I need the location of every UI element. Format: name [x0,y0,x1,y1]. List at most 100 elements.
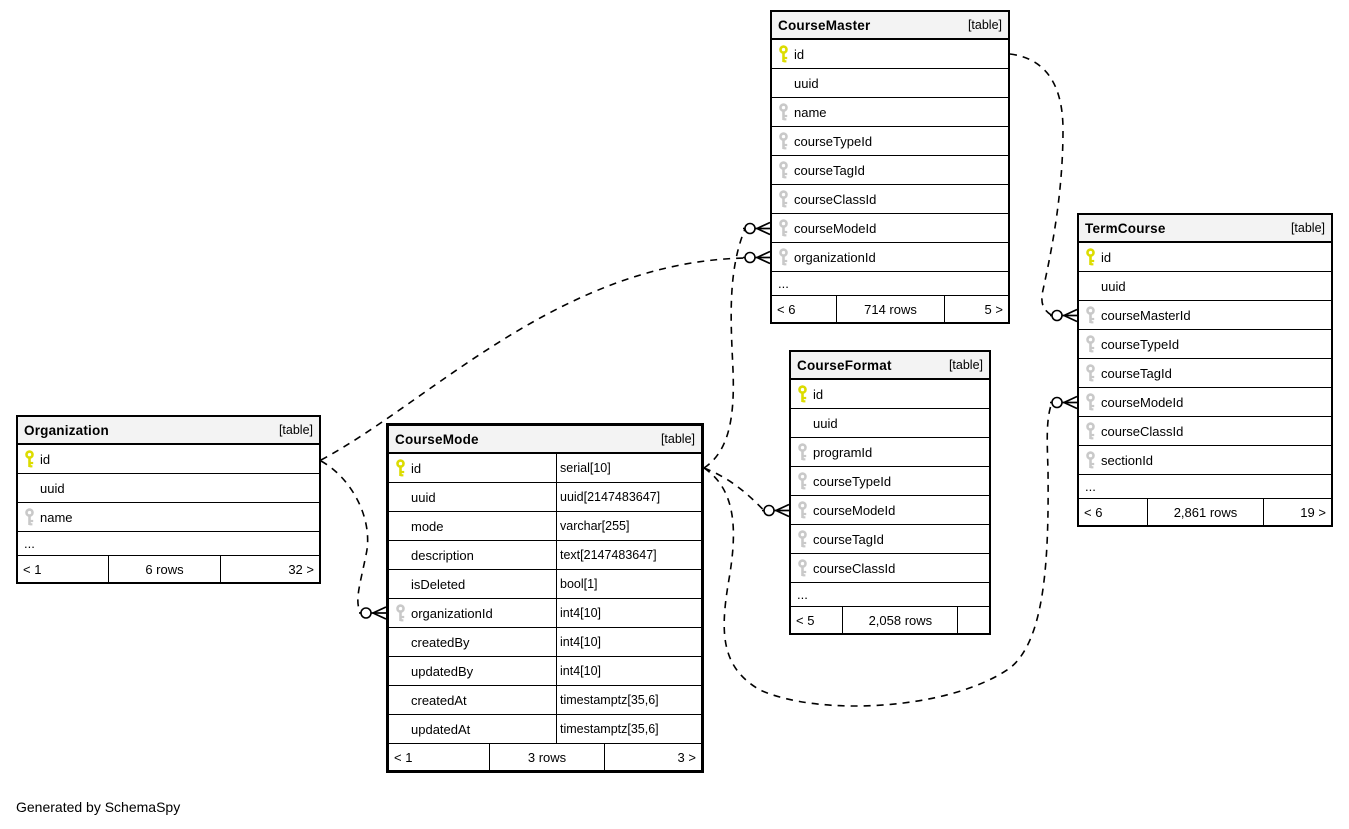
relationship-CourseMode.id-to-TermCourse.courseModeId [703,395,1078,707]
column-name: id [1101,249,1112,265]
row-count: 6 rows [108,556,219,582]
column-row-courseTypeId: courseTypeId [791,467,989,496]
table-header[interactable]: CourseMode[table] [389,426,701,454]
column-name-cell: name [772,98,1008,126]
crows-foot-prong [1063,308,1078,317]
foreign-key-icon [1079,306,1101,324]
foreign-key-icon [18,508,40,526]
column-name: id [40,451,51,467]
column-name: courseTypeId [794,133,873,149]
table-node-CourseMaster[interactable]: CourseMaster[table] id uuid name courseTypeI… [770,10,1010,324]
foreign-key-icon [772,132,794,150]
row-count: 3 rows [488,744,604,770]
column-row-id: id [1079,243,1331,272]
column-name: id [794,46,805,62]
column-row-programId: programId [791,438,989,467]
column-name-cell: courseModeId [791,496,989,524]
crows-foot-prong [756,221,771,230]
column-name-cell: uuid [772,69,1008,97]
column-name-cell: courseClassId [791,554,989,582]
table-header[interactable]: CourseMaster[table] [772,12,1008,40]
column-name-cell: courseMasterId [1079,301,1331,329]
column-name: courseClassId [1101,423,1184,439]
crows-foot-prong [1063,314,1078,323]
column-name-cell: courseTagId [772,156,1008,184]
column-name: id [813,386,824,402]
column-name-cell: courseModeId [772,214,1008,242]
relationship-CourseMode.id-to-CourseFormat.courseModeId [703,467,790,518]
column-name-cell: createdBy [389,628,556,656]
cardinality-circle [744,251,756,264]
primary-key-icon [791,385,813,403]
column-name: createdAt [411,692,467,708]
column-name: createdBy [411,634,470,650]
table-header[interactable]: TermCourse[table] [1079,215,1331,243]
column-row-courseTagId: courseTagId [1079,359,1331,388]
foreign-key-icon [772,103,794,121]
column-name: name [794,104,827,120]
column-row-name: name [18,503,319,532]
foreign-key-icon [772,248,794,266]
column-row-courseMasterId: courseMasterId [1079,301,1331,330]
foreign-key-icon [772,190,794,208]
table-node-CourseFormat[interactable]: CourseFormat[table] id uuid programId course… [789,350,991,635]
column-name-cell: id [791,380,989,408]
relationship-CourseMaster.id-to-TermCourse.courseMasterId [1009,53,1078,323]
hidden-columns-ellipsis: ... [772,272,1008,296]
primary-key-icon [18,450,40,468]
column-name-cell: courseTypeId [791,467,989,495]
hidden-columns-ellipsis: ... [18,532,319,556]
column-name-cell: id [389,454,556,482]
foreign-key-icon [1079,335,1101,353]
column-name: uuid [40,480,65,496]
column-row-courseTagId: courseTagId [772,156,1008,185]
column-row-name: name [772,98,1008,127]
cardinality-circle [763,504,775,517]
cardinality-circle [1051,396,1063,409]
column-row-courseModeId: courseModeId [772,214,1008,243]
crows-foot-prong [756,227,771,236]
related-left-count: < 6 [1084,504,1103,520]
column-name-cell: programId [791,438,989,466]
table-header[interactable]: Organization[table] [18,417,319,445]
column-name: programId [813,444,873,460]
relationship-CourseMode.id-to-CourseMaster.courseModeId [703,221,771,469]
column-name-cell: id [18,445,319,473]
foreign-key-icon [791,530,813,548]
column-row-uuid: uuid [1079,272,1331,301]
column-name: sectionId [1101,452,1154,468]
column-name-cell: uuid [791,409,989,437]
column-name: mode [411,518,444,534]
table-header[interactable]: CourseFormat[table] [791,352,989,380]
column-name: courseTagId [1101,365,1172,381]
table-name: TermCourse [1085,220,1166,236]
column-row-sectionId: sectionId [1079,446,1331,475]
column-row-id: id [791,380,989,409]
related-right-count: 5 > [944,296,1008,322]
table-tag: [table] [967,18,1002,32]
column-type: varchar[255] [556,512,701,540]
primary-key-icon [1079,248,1101,266]
column-name: updatedBy [411,663,474,679]
table-name: CourseFormat [797,357,892,373]
column-name: description [411,547,474,563]
row-count: 2,861 rows [1147,499,1263,525]
hidden-columns-ellipsis: ... [1079,475,1331,499]
primary-key-icon [772,45,794,63]
column-name: courseModeId [813,502,896,518]
cardinality-circle [744,222,756,235]
column-type: bool[1] [556,570,701,598]
column-name: id [411,460,422,476]
foreign-key-icon [1079,451,1101,469]
relationship-Organization.id-to-CourseMaster.organizationId [320,250,771,461]
